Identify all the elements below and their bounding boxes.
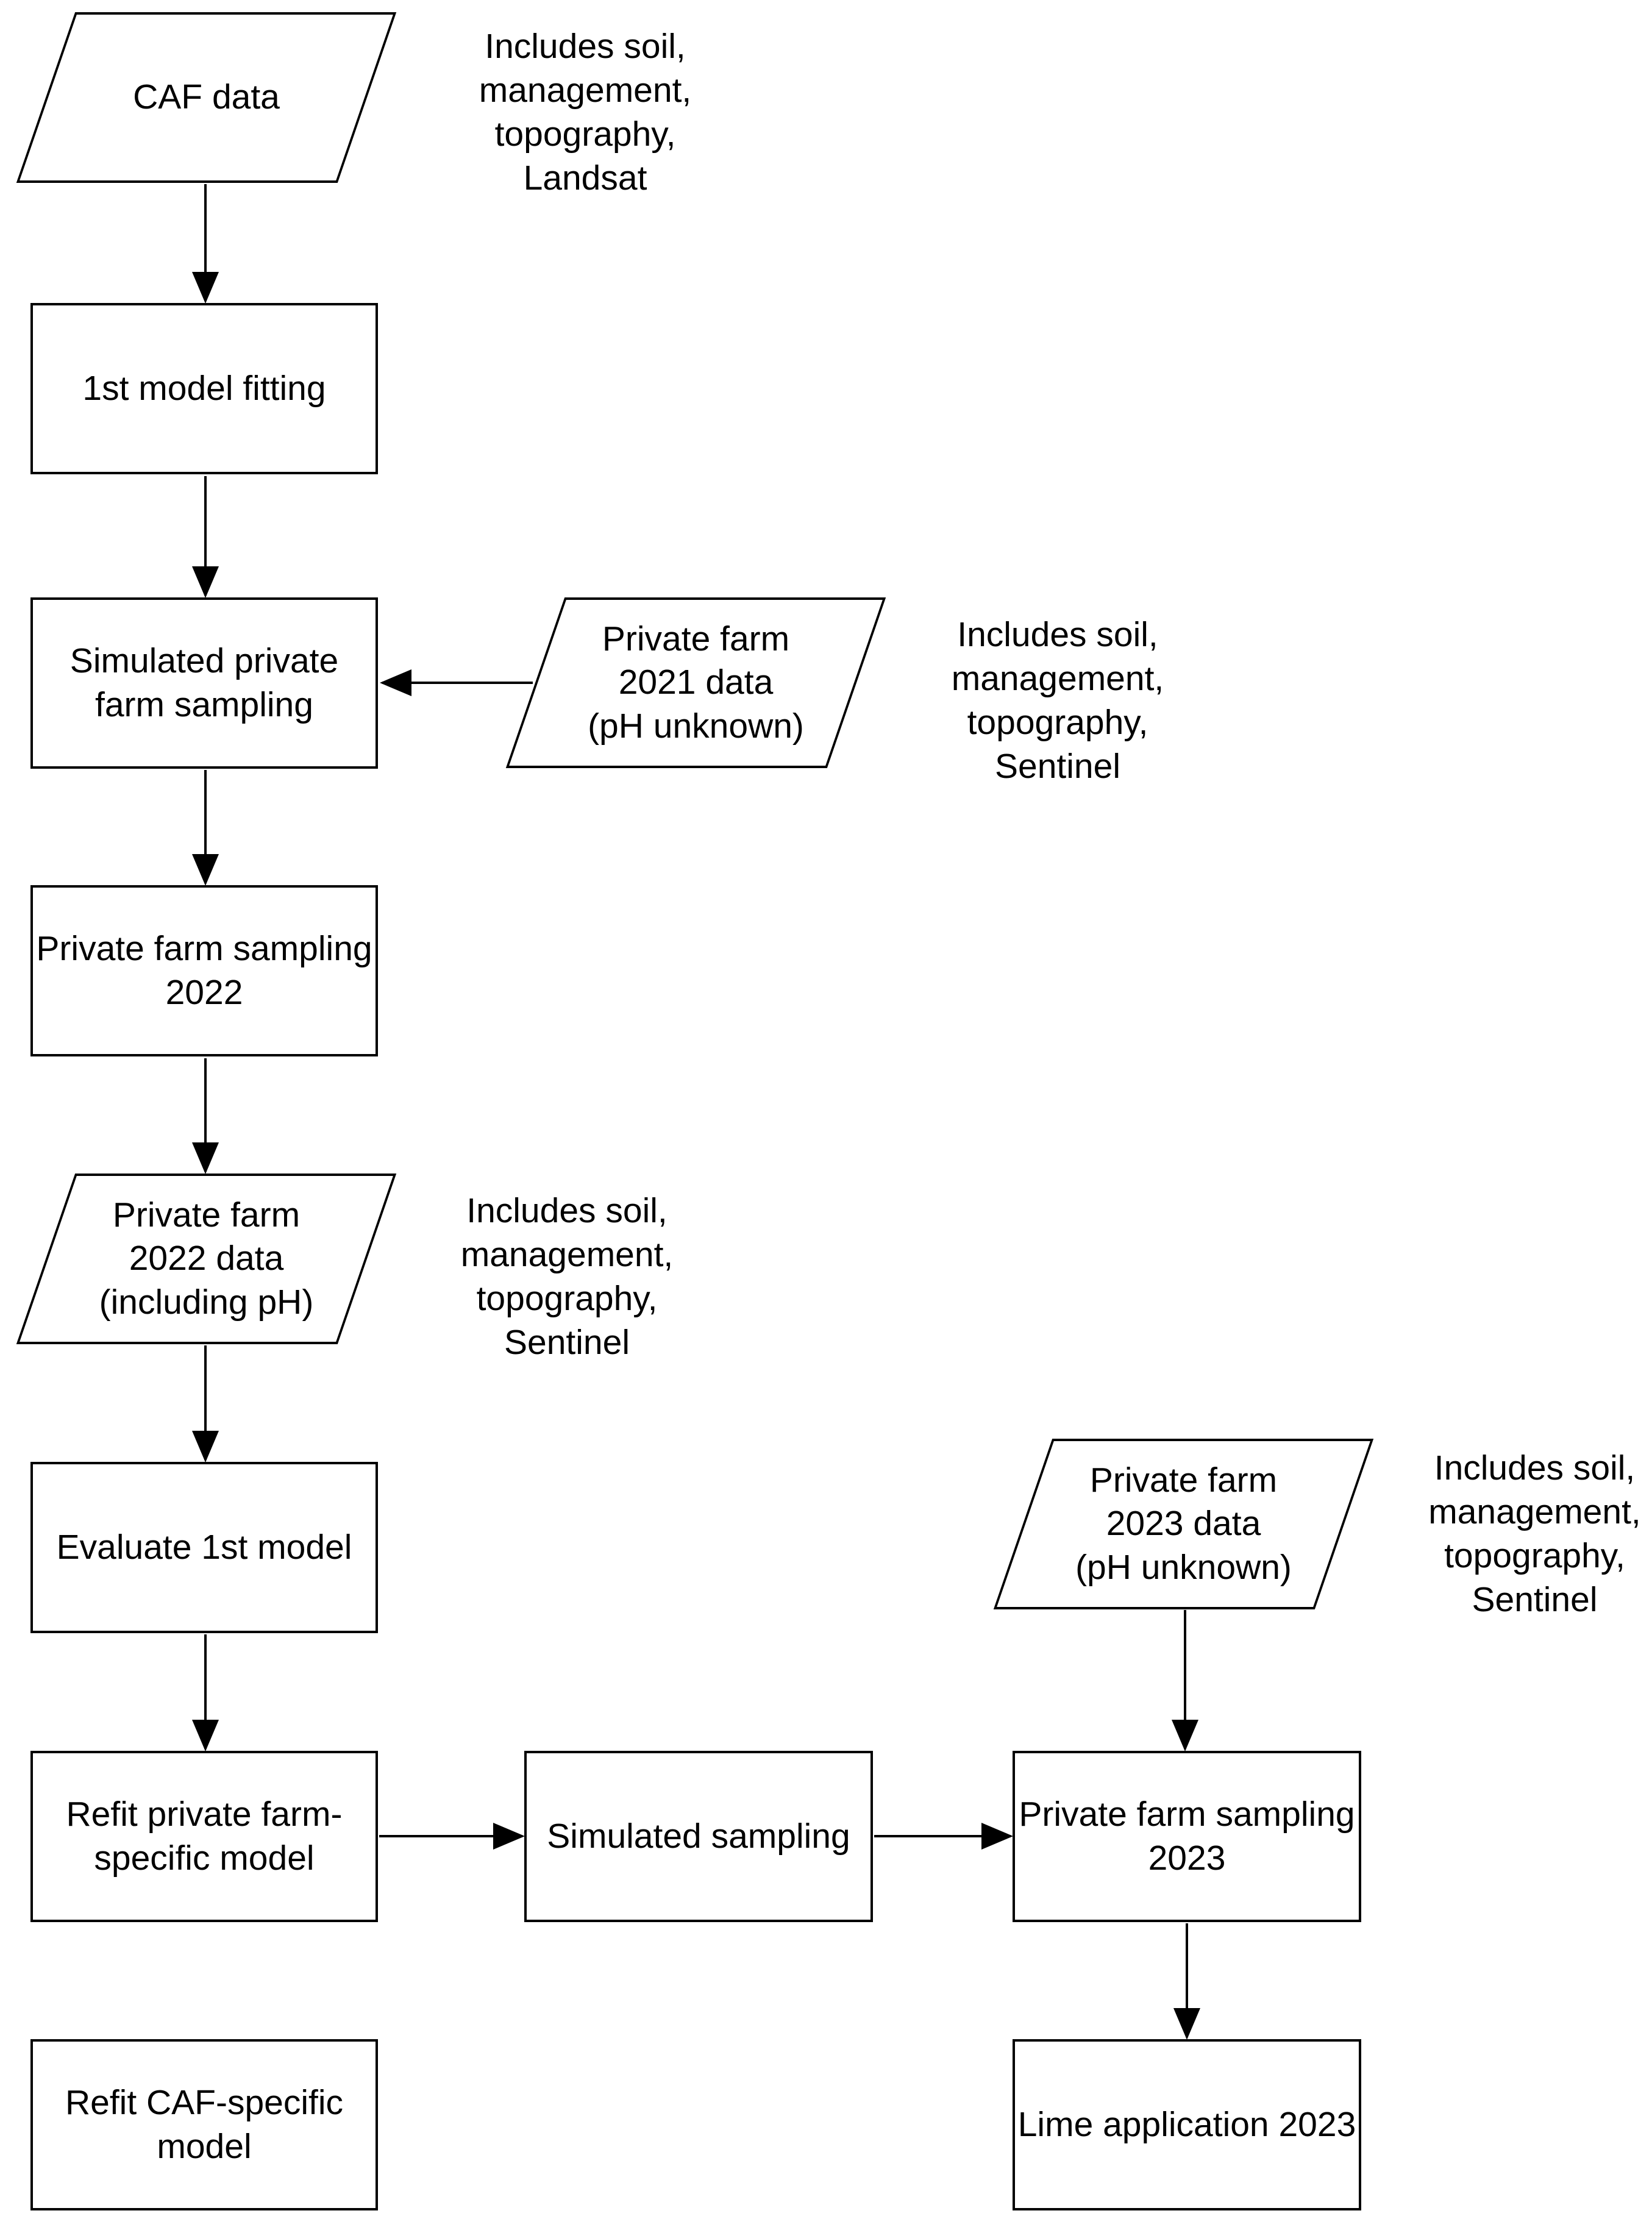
node-evaluate-first-model: Evaluate 1st model <box>30 1462 378 1633</box>
node-refit-caf-model: Refit CAF-specific model <box>30 2039 378 2210</box>
node-simulated-sampling: Simulated sampling <box>524 1751 873 1922</box>
node-refit-private-farm-model: Refit private farm- specific model <box>30 1751 378 1922</box>
annotation-private-farm-2021-data: Includes soil, management, topography, S… <box>951 615 1164 786</box>
node-private-farm-2023-data-label: Private farm 2023 data (pH unknown) <box>1075 1461 1292 1587</box>
node-lime-application-2023-label: Lime application 2023 <box>1017 2104 1356 2144</box>
annotation-private-farm-2022-data: Includes soil, management, topography, S… <box>460 1191 674 1362</box>
node-simulated-sampling-label: Simulated sampling <box>547 1816 850 1856</box>
node-private-farm-sampling-2022: Private farm sampling 2022 <box>30 885 378 1056</box>
node-private-farm-2022-data-label: Private farm 2022 data (including pH) <box>99 1195 314 1322</box>
annotation-private-farm-2023-data: Includes soil, management, topography, S… <box>1428 1448 1641 1619</box>
node-private-farm-sampling-2022-label: Private farm sampling 2022 <box>36 929 372 1012</box>
annotation-caf-data: Includes soil, management, topography, L… <box>479 27 692 198</box>
node-evaluate-first-model-label: Evaluate 1st model <box>56 1527 352 1567</box>
node-lime-application-2023: Lime application 2023 <box>1013 2039 1361 2210</box>
node-simulated-private-farm-sampling-label: Simulated private farm sampling <box>69 641 339 724</box>
node-first-model-fitting-label: 1st model fitting <box>82 368 326 408</box>
node-simulated-private-farm-sampling: Simulated private farm sampling <box>30 597 378 769</box>
node-private-farm-2021-data-label: Private farm 2021 data (pH unknown) <box>588 619 804 746</box>
node-refit-caf-model-label: Refit CAF-specific model <box>65 2083 344 2166</box>
node-private-farm-2023-data: Private farm 2023 data (pH unknown) <box>993 1439 1374 1609</box>
node-first-model-fitting: 1st model fitting <box>30 303 378 474</box>
node-private-farm-2021-data: Private farm 2021 data (pH unknown) <box>505 597 886 768</box>
node-caf-data-label: CAF data <box>133 77 280 117</box>
node-refit-private-farm-model-label: Refit private farm- specific model <box>66 1795 343 1878</box>
node-private-farm-sampling-2023-label: Private farm sampling 2023 <box>1019 1795 1355 1878</box>
node-caf-data: CAF data <box>16 12 397 183</box>
node-private-farm-2022-data: Private farm 2022 data (including pH) <box>16 1174 397 1344</box>
node-private-farm-sampling-2023: Private farm sampling 2023 <box>1013 1751 1361 1922</box>
